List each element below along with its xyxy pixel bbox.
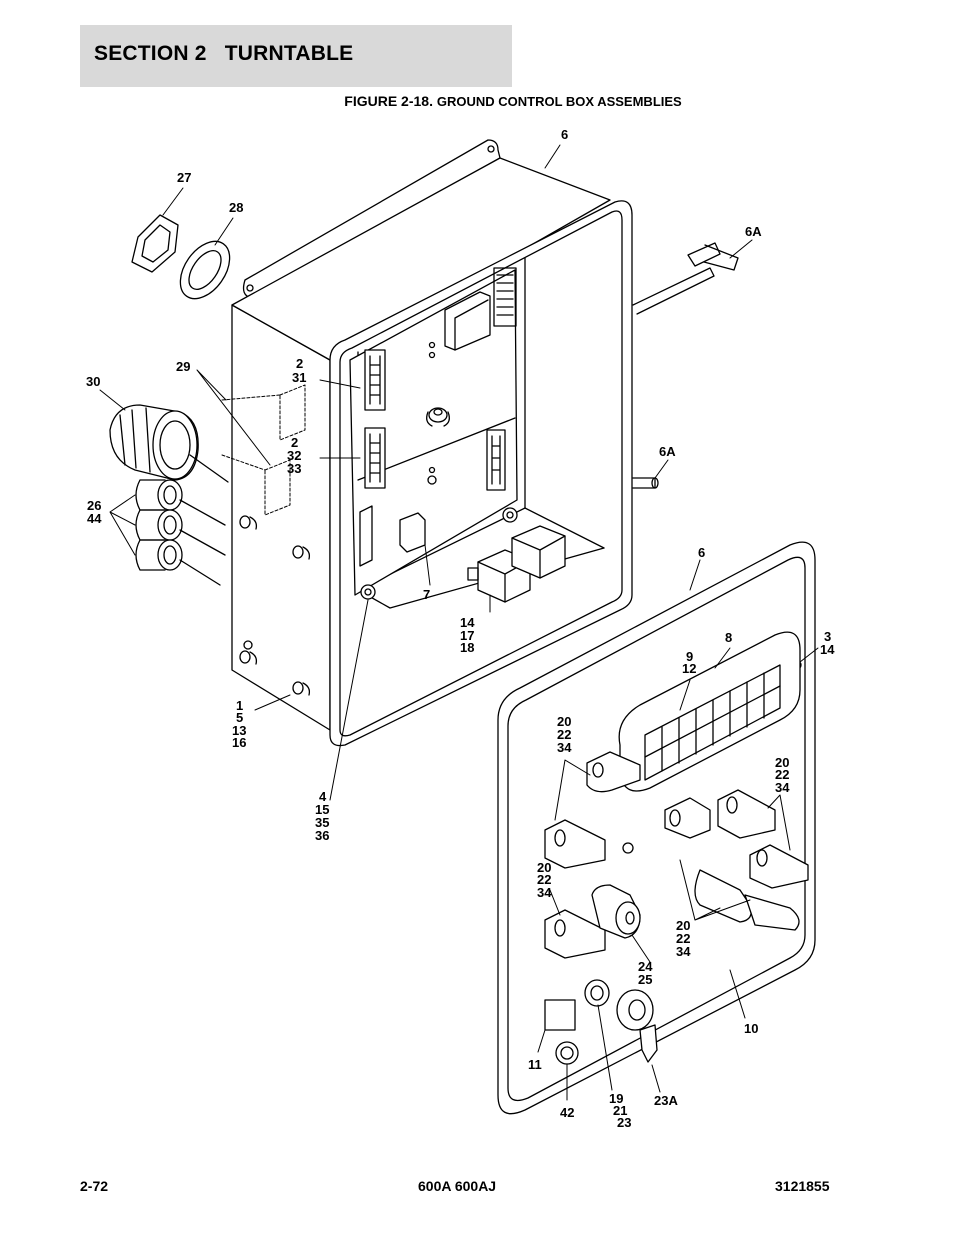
figure-number: FIGURE 2-18. [344, 93, 433, 109]
callout-2-31: 2 31 [292, 356, 307, 385]
callout-24-25: 24 25 [638, 959, 656, 987]
callout-19-21-23: 19 21 23 [609, 1091, 631, 1130]
section-title: SECTION 2 TURNTABLE [94, 42, 354, 65]
callout-42: 42 [560, 1105, 574, 1120]
callout-2-32-33: 2 32 33 [287, 435, 305, 476]
callout-6a-mid: 6A [659, 444, 676, 459]
callout-labels: 6 27 28 6A 29 30 2 31 2 32 33 6A 26 44 6… [86, 127, 835, 1130]
emergency-stop-button [591, 884, 641, 939]
side-mounting-studs [239, 515, 311, 696]
callout-20-22-34-a: 20 22 34 [557, 714, 575, 755]
callout-3-14: 3 14 [820, 629, 835, 657]
washer-28 [179, 240, 231, 300]
callout-20-22-34-d: 20 22 34 [676, 918, 694, 959]
key-switch [584, 979, 658, 1063]
callout-30: 30 [86, 374, 100, 389]
callout-20-22-34-c: 20 22 34 [537, 860, 555, 900]
label-plates-29 [221, 384, 306, 516]
cord-grips-26 [135, 479, 226, 586]
callout-1-5-13-16: 1 5 13 16 [232, 698, 250, 750]
figure-caption: FIGURE 2-18. GROUND CONTROL BOX ASSEMBLI… [0, 93, 954, 109]
callout-20-22-34-b: 20 22 34 [775, 755, 793, 795]
callout-11: 11 [528, 1057, 542, 1072]
footer-doc-number: 3121855 [775, 1178, 830, 1194]
callout-6-top: 6 [561, 127, 568, 142]
callout-10: 10 [744, 1021, 758, 1036]
front-panel-cover [497, 541, 816, 1115]
callout-29: 29 [176, 359, 190, 374]
enclosure-box [231, 139, 633, 747]
leader-lines [99, 144, 819, 1101]
callout-9-12: 9 12 [682, 649, 697, 676]
callout-8: 8 [725, 630, 732, 645]
nut-27 [131, 214, 179, 273]
relays [467, 525, 566, 603]
callout-27: 27 [177, 170, 191, 185]
callout-14-17-18: 14 17 18 [460, 615, 478, 655]
callout-7: 7 [423, 587, 430, 602]
callout-6-panel: 6 [698, 545, 705, 560]
callout-23a: 23A [654, 1093, 678, 1108]
figure-caption-text: GROUND CONTROL BOX ASSEMBLIES [436, 94, 682, 109]
hinge-rod [632, 242, 739, 489]
footer-page-number: 2-72 [80, 1178, 109, 1194]
relay-and-connector-components [359, 267, 566, 603]
callout-4-15-35-36: 4 15 35 36 [315, 789, 333, 843]
callout-6a-top: 6A [745, 224, 762, 239]
cord-grip-30 [109, 404, 229, 483]
callout-28: 28 [229, 200, 243, 215]
footer-model: 600A 600AJ [418, 1178, 497, 1194]
membrane-keypad [618, 631, 801, 792]
callout-26-44: 26 44 [87, 498, 105, 526]
section-header: SECTION 2 TURNTABLE [80, 25, 512, 87]
toggle-switches [544, 751, 809, 959]
